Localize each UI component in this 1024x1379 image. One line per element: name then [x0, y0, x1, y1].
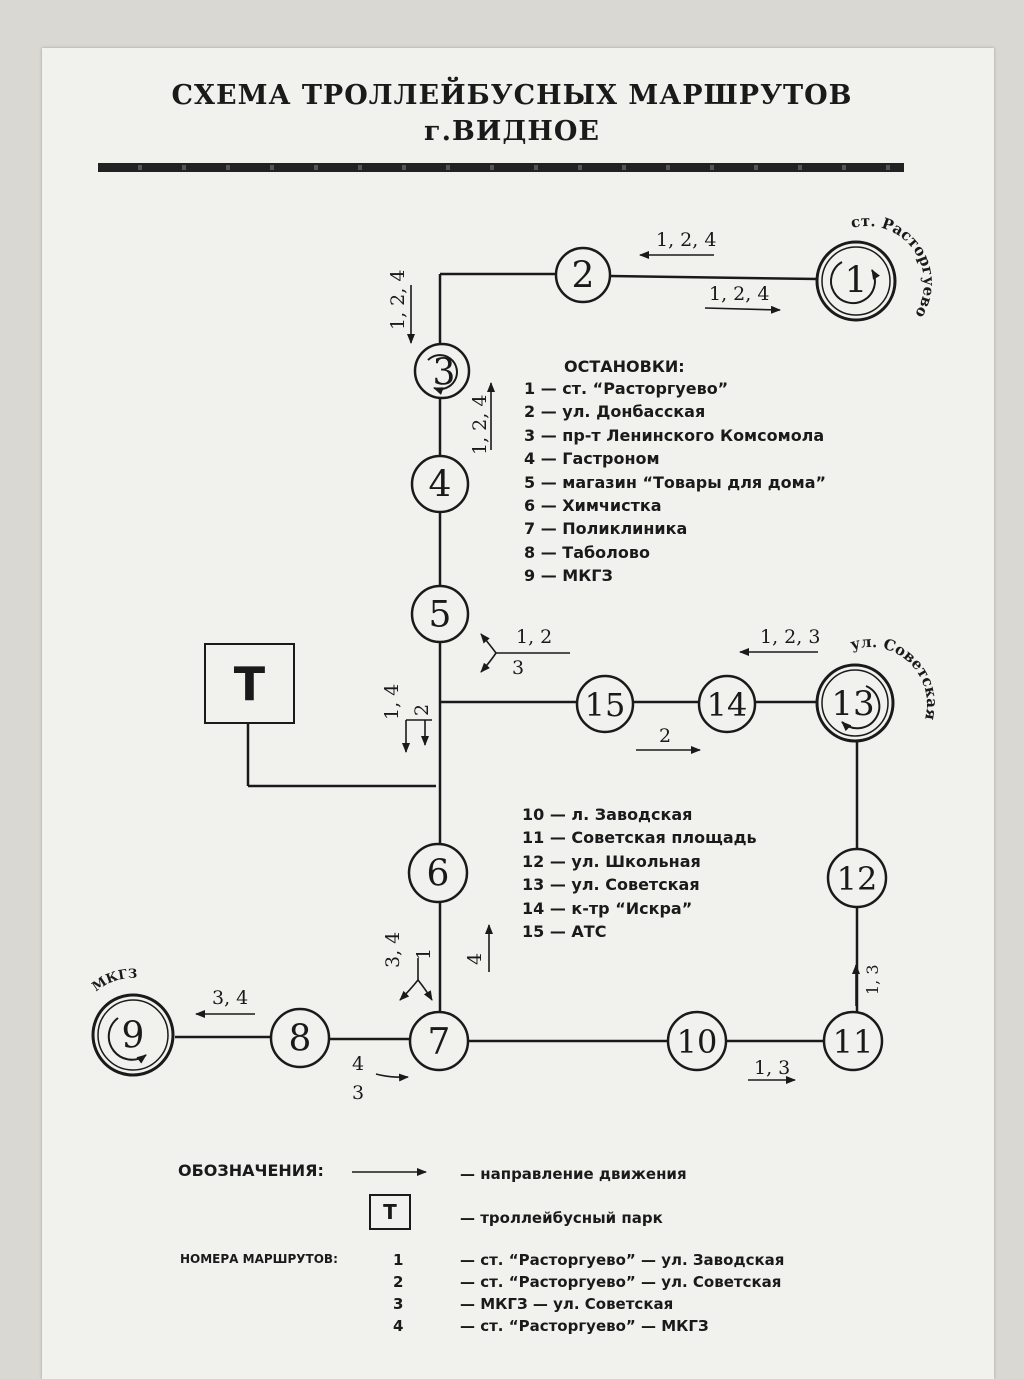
stop-4-number: 4 — [429, 465, 452, 506]
stop-entry: 10 — л. Заводская — [522, 805, 693, 824]
stop-entry: 5 — магазин “Товары для дома” — [524, 472, 827, 492]
route-label-3-left: 1, 2, 4 — [387, 270, 409, 330]
stop-entry: 1 — ст. “Расторгуево” — [524, 379, 729, 398]
stop-7-number: 7 — [428, 1022, 451, 1063]
stop-1-number: 1 — [845, 261, 868, 302]
route-lines — [175, 272, 859, 1043]
route-2-number: 2 — [393, 1273, 404, 1291]
stop-entry: 9 — МКГЗ — [524, 566, 613, 586]
route-label-left-bottom: 2 — [411, 704, 433, 716]
route-label-9-8: 3, 4 — [212, 987, 248, 1009]
route-label-11-12: 1, 3 — [863, 964, 882, 995]
stop-entry: 14 — к-тр “Искра” — [522, 898, 693, 918]
route-label-3-4-right: 1, 2, 4 — [469, 395, 491, 455]
legend-header: ОБОЗНАЧЕНИЯ: — [178, 1161, 324, 1180]
route-label-2-1-top: 1, 2, 4 — [656, 229, 716, 251]
stop-2-number: 2 — [572, 256, 595, 297]
stop-circles — [91, 240, 897, 1077]
route-label-2-1-bottom: 1, 2, 4 — [709, 283, 769, 305]
route-label-6-7-left-b: 1 — [413, 948, 435, 960]
stop-entry: 12 — ул. Школьная — [522, 851, 701, 871]
stop-3-number: 3 — [433, 353, 456, 394]
stop-10-number: 10 — [677, 1023, 718, 1061]
stops-list-b: 10 — л. Заводская 11 — Советская площадь… — [522, 803, 757, 943]
route-label-14-13: 1, 2, 3 — [760, 626, 820, 648]
route-4-desc: — ст. “Расторгуево” — МКГЗ — [460, 1317, 709, 1335]
route-2-desc: — ст. “Расторгуево” — ул. Советская — [460, 1273, 782, 1291]
poster-title: СХЕМА ТРОЛЛЕЙБУСНЫХ МАРШРУТОВ — [171, 80, 853, 111]
stop-13-number: 13 — [831, 684, 874, 724]
stop-entry: 11 — Советская площадь — [522, 828, 757, 848]
stop-8-number: 8 — [289, 1019, 312, 1060]
route-4-number: 4 — [393, 1317, 404, 1335]
stop-entry: 3 — пр-т Ленинского Комсомола — [524, 425, 825, 445]
route-3-desc: — МКГЗ — ул. Советская — [460, 1295, 674, 1313]
route-1-number: 1 — [393, 1251, 404, 1269]
legend-depot-text: — троллейбусный парк — [460, 1209, 663, 1227]
stop-entry: 6 — Химчистка — [524, 496, 662, 516]
route-1-desc: — ст. “Расторгуево” — ул. Заводская — [460, 1251, 785, 1269]
route-label-5-top: 1, 2 — [516, 626, 552, 648]
route-3-number: 3 — [393, 1295, 404, 1313]
direction-arrows — [195, 251, 860, 1084]
stop-12-number: 12 — [837, 860, 878, 898]
route-label-6-7-left-a: 3, 4 — [382, 932, 404, 968]
stop-6-number: 6 — [427, 854, 450, 895]
trolleybus-depot: Т — [204, 643, 295, 724]
stop-entry: 4 — Гастроном — [524, 449, 660, 469]
stop-entry: 8 — Таболово — [524, 542, 650, 562]
stop-entry: 13 — ул. Советская — [522, 875, 700, 895]
poster-subtitle: г.ВИДНОЕ — [424, 116, 600, 147]
stop-entry: 15 — АТС — [522, 922, 607, 942]
stop-9-number: 9 — [122, 1016, 145, 1057]
route-label-8-7-top: 4 — [352, 1053, 364, 1075]
stop-numbers: 1 2 3 4 5 6 7 8 9 10 11 12 13 14 15 — [122, 256, 878, 1063]
stop-entry: 2 — ул. Донбасская — [524, 402, 706, 422]
stop-14-number: 14 — [707, 686, 748, 724]
stops-header: ОСТАНОВКИ: — [564, 357, 685, 376]
terminal-label-9: МКГЗ — [90, 967, 138, 995]
route-label-left-top: 1, 4 — [381, 684, 403, 720]
route-label-15-14: 2 — [659, 725, 671, 747]
route-label-6-7-right: 4 — [464, 953, 486, 965]
route-label-8-7-bottom: 3 — [352, 1082, 364, 1104]
legend-depot-icon: Т — [369, 1194, 411, 1230]
legend-direction-text: — направление движения — [460, 1165, 687, 1183]
loop-arrows — [107, 261, 881, 1064]
legend-routes-header: НОМЕРА МАРШРУТОВ: — [180, 1252, 338, 1266]
title-rule — [98, 163, 904, 172]
stop-15-number: 15 — [585, 686, 626, 724]
stops-list-a: 1 — ст. “Расторгуево” 2 — ул. Донбасская… — [524, 377, 826, 588]
fork-arrows — [375, 633, 570, 1082]
stop-5-number: 5 — [429, 595, 452, 636]
stop-entry: 7 — Поликлиника — [524, 519, 688, 539]
stop-11-number: 11 — [833, 1023, 874, 1061]
route-label-5-bottom: 3 — [512, 657, 524, 679]
route-label-10-11: 1, 3 — [754, 1057, 790, 1079]
